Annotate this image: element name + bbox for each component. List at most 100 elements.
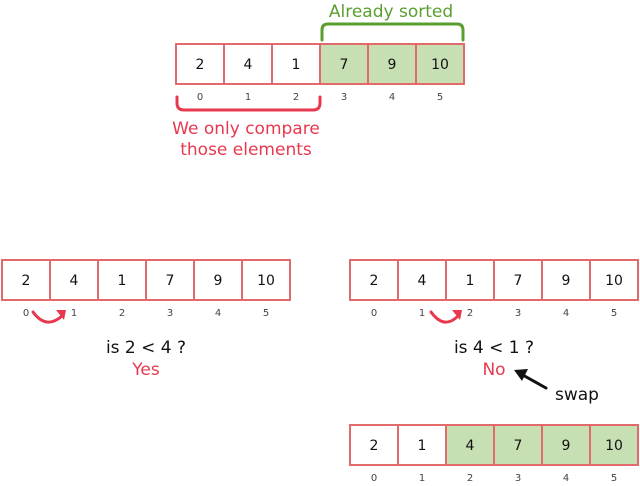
cell-index: 1 bbox=[71, 308, 77, 319]
cell-index: 5 bbox=[611, 473, 617, 484]
array-cell bbox=[3, 261, 49, 299]
answer-right: No bbox=[482, 360, 505, 380]
answer-left: Yes bbox=[131, 360, 160, 380]
cell-value: 1 bbox=[418, 438, 427, 454]
cell-value: 9 bbox=[388, 57, 397, 73]
cell-index: 4 bbox=[563, 473, 569, 484]
cell-index: 5 bbox=[611, 308, 617, 319]
cell-index: 0 bbox=[371, 308, 377, 319]
cell-value: 10 bbox=[257, 273, 275, 289]
cell-index: 1 bbox=[245, 92, 251, 103]
array-cell bbox=[543, 261, 589, 299]
cell-value: 9 bbox=[214, 273, 223, 289]
cell-index: 4 bbox=[215, 308, 221, 319]
compare-bracket bbox=[175, 95, 322, 112]
cell-index: 4 bbox=[389, 92, 395, 103]
array-cell bbox=[147, 261, 193, 299]
top-array-group: 2 0 4 1 1 2 7 3 9 4 10 5 Already sorted We only com… bbox=[172, 2, 465, 160]
cell-value: 9 bbox=[562, 438, 571, 454]
swap-arrowhead bbox=[514, 369, 528, 381]
array-frame bbox=[349, 424, 639, 466]
array-cell bbox=[447, 261, 493, 299]
array-cell-sorted bbox=[417, 45, 463, 83]
cell-index: 1 bbox=[419, 473, 425, 484]
array-frame bbox=[349, 259, 639, 301]
array-cell bbox=[195, 261, 241, 299]
cell-index: 2 bbox=[293, 92, 299, 103]
step-right-group: 2 0 4 1 1 2 7 3 9 4 10 5 is 4 < 1 ? No swap bbox=[349, 259, 639, 405]
cell-value: 9 bbox=[562, 273, 571, 289]
array-cell bbox=[273, 45, 319, 83]
cell-index: 3 bbox=[515, 473, 521, 484]
cell-value: 7 bbox=[340, 57, 349, 73]
compare-note-line2: those elements bbox=[180, 140, 312, 160]
array-cell-sorted bbox=[369, 45, 415, 83]
cell-value: 2 bbox=[22, 273, 31, 289]
array-cell-sorted bbox=[447, 426, 493, 464]
cell-value: 4 bbox=[466, 438, 475, 454]
cell-value: 7 bbox=[166, 273, 175, 289]
array-frame bbox=[175, 43, 465, 85]
array-cell-sorted bbox=[321, 45, 367, 83]
cell-value: 7 bbox=[514, 273, 523, 289]
cell-value: 10 bbox=[605, 273, 623, 289]
question-right: is 4 < 1 ? bbox=[454, 338, 534, 358]
cell-index: 3 bbox=[167, 308, 173, 319]
cell-index: 3 bbox=[515, 308, 521, 319]
cell-value: 4 bbox=[70, 273, 79, 289]
array-cell bbox=[495, 261, 541, 299]
cell-index: 5 bbox=[437, 92, 443, 103]
array-cell bbox=[399, 426, 445, 464]
cell-index: 0 bbox=[23, 308, 29, 319]
cell-index: 2 bbox=[467, 308, 473, 319]
compare-arrowhead-left bbox=[56, 310, 66, 320]
question-left: is 2 < 4 ? bbox=[106, 338, 186, 358]
array-cell bbox=[177, 45, 223, 83]
swap-label: swap bbox=[555, 385, 599, 405]
array-cell-sorted bbox=[591, 426, 637, 464]
array-cell bbox=[51, 261, 97, 299]
array-cell bbox=[351, 426, 397, 464]
array-cell-sorted bbox=[543, 426, 589, 464]
cell-value: 10 bbox=[605, 438, 623, 454]
compare-arrowhead-right bbox=[452, 310, 462, 320]
cell-index: 0 bbox=[197, 92, 203, 103]
array-cell bbox=[591, 261, 637, 299]
cell-value: 2 bbox=[196, 57, 205, 73]
cell-value: 10 bbox=[431, 57, 449, 73]
cell-index: 0 bbox=[371, 473, 377, 484]
array-frame bbox=[1, 259, 291, 301]
compare-note-line1: We only compare bbox=[172, 119, 320, 139]
top-array: 2 0 4 1 1 2 7 3 9 4 10 5 bbox=[175, 43, 465, 103]
array-cell bbox=[399, 261, 445, 299]
compare-arrow-right bbox=[429, 310, 460, 324]
step-right-array: 2 0 4 1 1 2 7 3 9 4 10 5 bbox=[349, 259, 639, 319]
array-cell bbox=[99, 261, 145, 299]
cell-index: 3 bbox=[341, 92, 347, 103]
array-cell bbox=[243, 261, 289, 299]
result-group: 2 0 1 1 4 2 7 3 9 4 10 5 bbox=[349, 424, 639, 484]
cell-value: 2 bbox=[370, 273, 379, 289]
cell-index: 2 bbox=[467, 473, 473, 484]
swap-arrow bbox=[519, 372, 548, 390]
cell-value: 2 bbox=[370, 438, 379, 454]
cell-value: 4 bbox=[244, 57, 253, 73]
array-cell bbox=[351, 261, 397, 299]
cell-index: 1 bbox=[419, 308, 425, 319]
cell-index: 5 bbox=[263, 308, 269, 319]
cell-value: 1 bbox=[466, 273, 475, 289]
cell-value: 1 bbox=[118, 273, 127, 289]
cell-value: 4 bbox=[418, 273, 427, 289]
array-cell bbox=[225, 45, 271, 83]
sorted-bracket bbox=[320, 22, 465, 42]
cell-value: 7 bbox=[514, 438, 523, 454]
cell-index: 4 bbox=[563, 308, 569, 319]
result-array: 2 0 1 1 4 2 7 3 9 4 10 5 bbox=[349, 424, 639, 484]
array-cell-sorted bbox=[495, 426, 541, 464]
compare-arrow-left bbox=[31, 310, 64, 324]
sorted-label: Already sorted bbox=[329, 2, 453, 22]
cell-value: 1 bbox=[292, 57, 301, 73]
